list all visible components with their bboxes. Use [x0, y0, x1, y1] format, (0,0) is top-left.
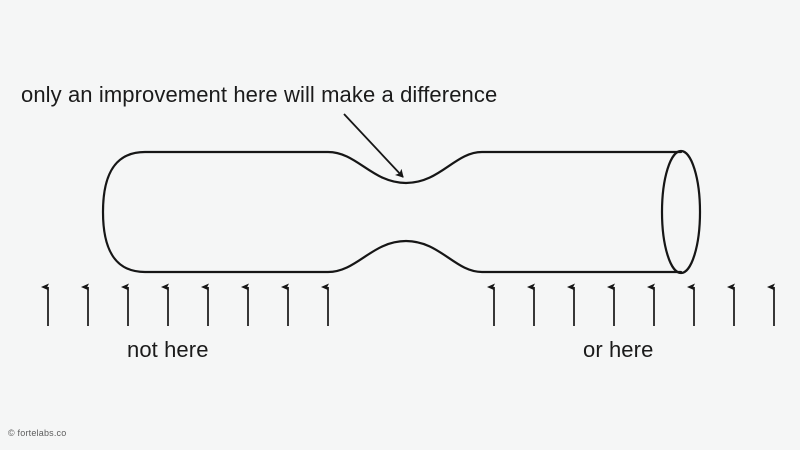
pipe-outline [101, 150, 683, 274]
watermark: © fortelabs.co [8, 428, 67, 438]
pipe-outline-group [101, 149, 702, 275]
callout-arrow [343, 113, 404, 178]
headline-annotation: only an improvement here will make a dif… [21, 82, 498, 107]
pipe-mouth-ellipse [660, 149, 702, 275]
left-region-label: not here [127, 337, 209, 362]
right-region-label: or here [583, 337, 654, 362]
flow-arrow-row [41, 283, 775, 326]
